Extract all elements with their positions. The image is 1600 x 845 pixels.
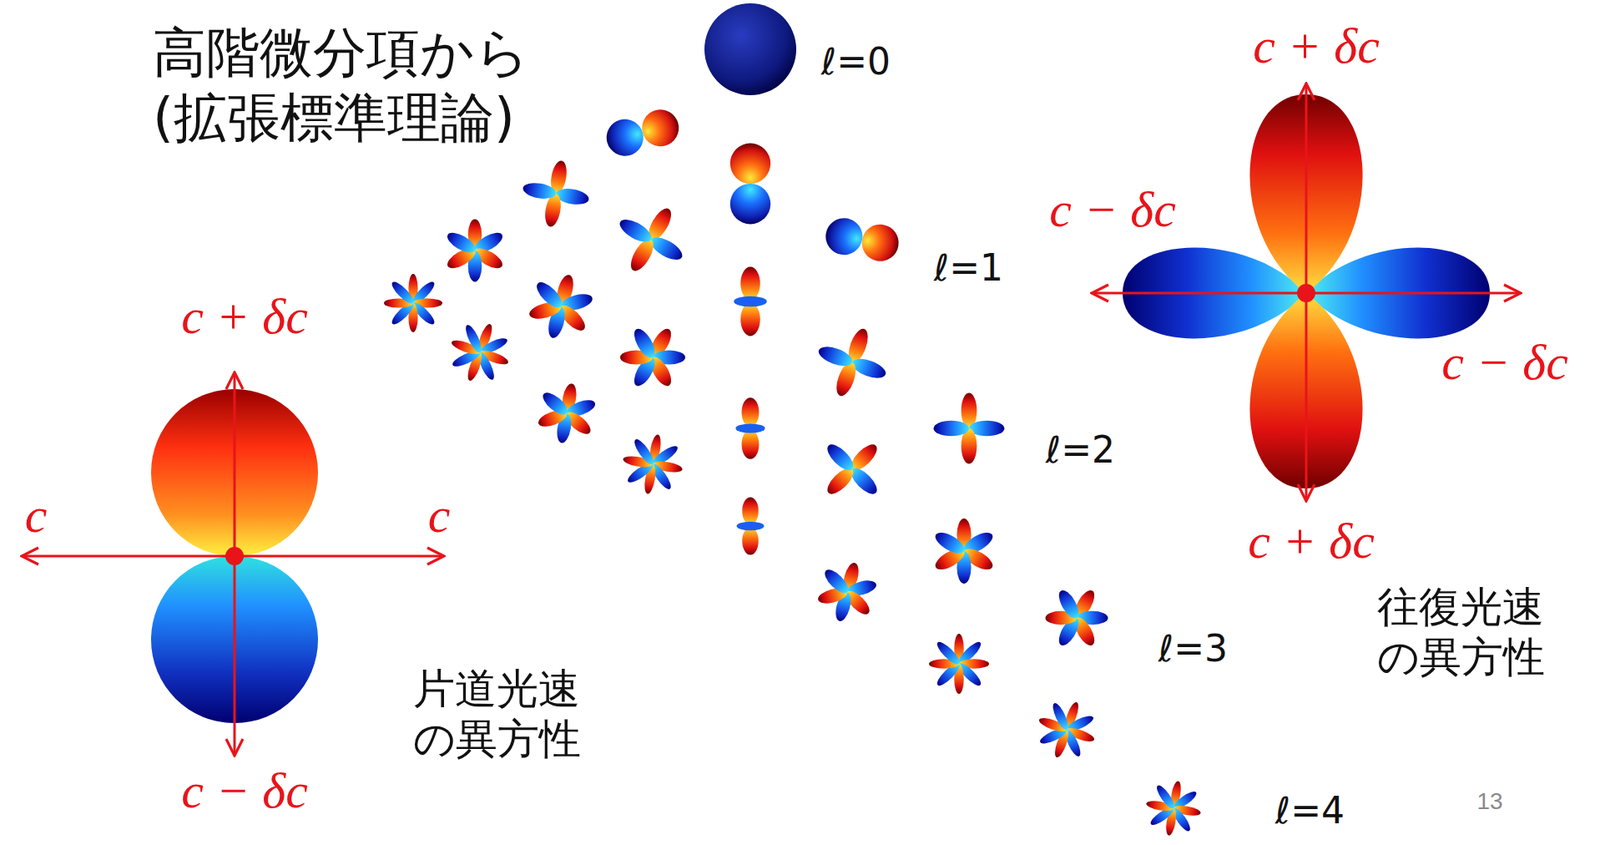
speed-label: c − δc [181,762,308,820]
degree-label: ℓ=4 [1275,788,1345,832]
slide-heading: 高階微分項から (拡張標準理論) [152,20,621,151]
degree-label: ℓ=0 [821,40,891,83]
speed-label: c + δc [1252,17,1380,76]
figure-caption: 片道光速 の異方性 [413,663,622,764]
degree-label: ℓ=3 [1158,626,1228,670]
speed-label: c − δc [1441,333,1569,392]
speed-label: c + δc [1247,512,1375,571]
speed-label: c − δc [1049,181,1177,239]
speed-label: c + δc [181,287,308,346]
degree-label: ℓ=1 [933,246,1004,289]
figure-caption: 往復光速 の異方性 [1377,581,1586,682]
speed-label: c [25,486,48,545]
page-number: 13 [1476,787,1503,815]
degree-label: ℓ=2 [1045,428,1116,471]
speed-label: c [428,486,451,545]
